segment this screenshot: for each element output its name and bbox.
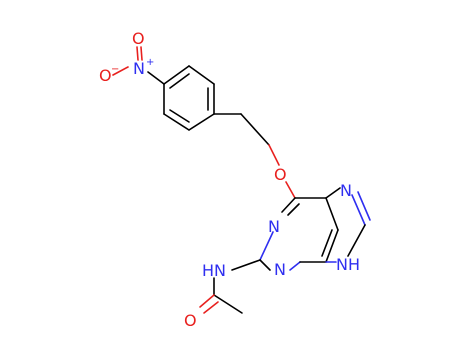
bond-nitro-o-top — [136, 46, 139, 61]
bond-n1-c2 — [259, 231, 274, 261]
bond-ring-1 — [163, 65, 190, 85]
bond-n7-c8-2 — [357, 191, 371, 221]
bond-c6-n1-2 — [287, 203, 300, 216]
bond-nitro-o-left — [112, 66, 129, 76]
bond-co-o — [199, 294, 215, 308]
bond-ring-4 — [188, 113, 215, 131]
atom-purine-n3: N — [274, 260, 286, 279]
atom-nitro-n-charge: + — [146, 57, 154, 68]
bond-c5-n7 — [325, 187, 341, 199]
bond-co-o-2 — [203, 301, 219, 314]
bond-c4-inner — [321, 229, 333, 257]
bond-n7-c8 — [351, 194, 366, 226]
atom-amide-nh: HN — [202, 261, 226, 280]
bond-c4-c4b — [325, 229, 339, 263]
bond-n3-c4 — [289, 261, 301, 271]
bond-ring-2 — [188, 65, 215, 85]
atom-nitro-o-left: O — [99, 66, 112, 85]
bond-ch2-2 — [240, 113, 270, 146]
bond-c2-n3 — [259, 259, 271, 271]
atom-purine-n7: N — [340, 181, 352, 200]
bond-ring-inner-1 — [169, 73, 190, 89]
bond-nitro-ring — [147, 71, 165, 85]
atom-nitro-o-top: O — [132, 29, 145, 48]
atom-purine-n1: N — [268, 217, 280, 236]
bond-c2-nh — [231, 259, 261, 271]
atom-nitro-o-charge: − — [111, 64, 119, 75]
bond-ether-o-2 — [285, 181, 296, 199]
bond-c6-n1 — [281, 197, 296, 213]
bond-ring-5 — [163, 113, 190, 131]
atom-ether-o: O — [274, 165, 287, 184]
bond-c5-c4 — [325, 197, 339, 231]
atom-purine-n9h: NH — [336, 255, 360, 274]
bond-nitro-o-top-2 — [140, 46, 143, 61]
atom-nitro-n: N — [133, 59, 145, 78]
atom-amide-o: O — [184, 311, 197, 330]
bond-co-ch3 — [213, 294, 243, 314]
bond-ether-o-1 — [268, 144, 280, 166]
bond-ring-inner-3 — [169, 109, 190, 123]
bond-c8-n9 — [347, 224, 366, 257]
